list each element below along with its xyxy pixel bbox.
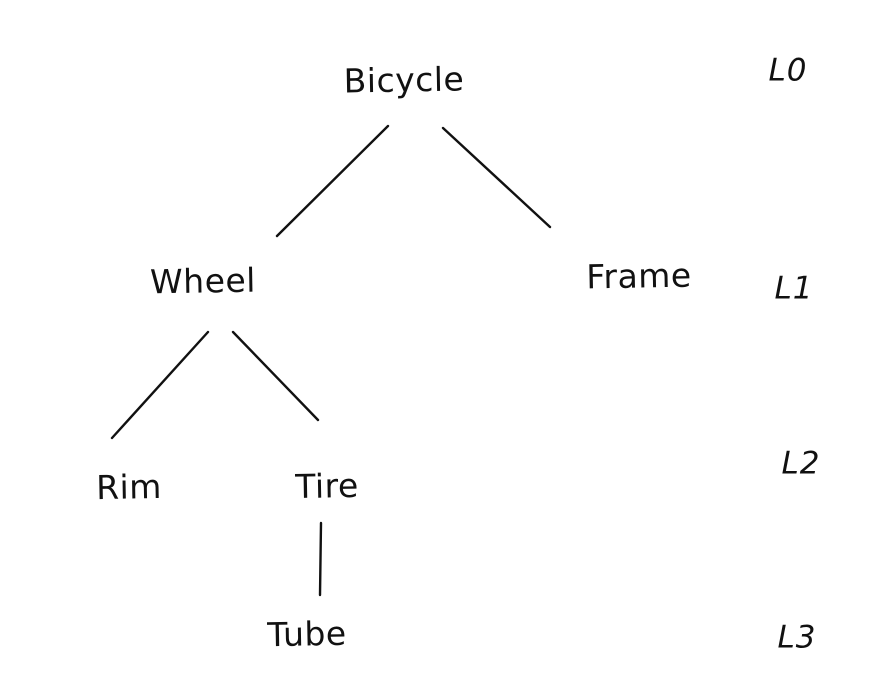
edge-bicycle-wheel bbox=[275, 124, 390, 238]
edge-wheel-rim bbox=[110, 330, 210, 440]
level-label-l2: L2 bbox=[781, 445, 821, 482]
level-label-l1: L1 bbox=[774, 270, 814, 307]
node-wheel: Wheel bbox=[149, 260, 257, 302]
edge-tire-tube bbox=[318, 521, 323, 597]
level-label-l0: L0 bbox=[768, 52, 808, 89]
node-tube: Tube bbox=[267, 613, 347, 655]
node-rim: Rim bbox=[95, 466, 163, 508]
edge-wheel-tire bbox=[231, 330, 320, 422]
edge-bicycle-frame bbox=[441, 126, 552, 229]
node-bicycle: Bicycle bbox=[343, 59, 465, 101]
node-frame: Frame bbox=[586, 255, 692, 297]
level-label-l3: L3 bbox=[777, 619, 817, 656]
node-tire: Tire bbox=[294, 465, 360, 507]
